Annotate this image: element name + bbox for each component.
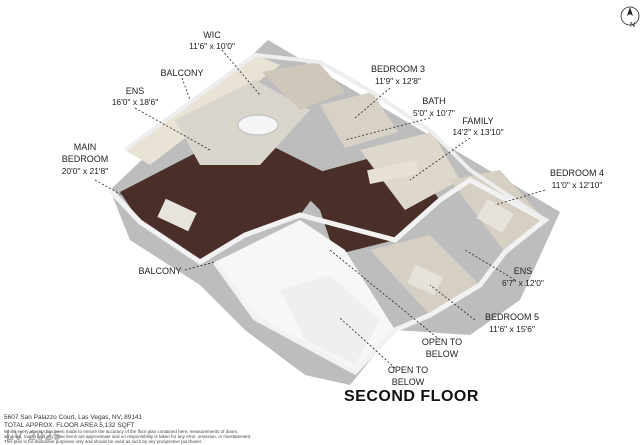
dim-bath: 5'0" x 10'7" <box>413 108 455 118</box>
label-main-2: BEDROOM <box>62 154 109 164</box>
open-to-below-lower <box>280 275 380 365</box>
floor-title: SECOND FLOOR <box>344 388 479 405</box>
label-bedroom3: BEDROOM 3 <box>371 64 425 74</box>
label-open1-b: BELOW <box>426 349 459 359</box>
label-bedroom5: BEDROOM 5 <box>485 312 539 322</box>
label-bath: BATH <box>422 96 445 106</box>
ptr-ens-right <box>464 249 516 281</box>
ptr-bath <box>344 117 431 141</box>
label-ens-right: ENS <box>514 266 533 276</box>
label-family: FAMILY <box>462 116 493 126</box>
ptr-main <box>94 179 141 206</box>
sofa <box>367 159 419 185</box>
dim-ens-left: 16'0" x 18'6" <box>112 97 159 107</box>
dim-bedroom4: 11'0" x 12'10" <box>552 180 603 190</box>
disclaimer-line: windows, rooms and any other items are a… <box>4 434 252 440</box>
area-text: TOTAL APPROX. FLOOR AREA 5,132 SQFT <box>4 421 135 429</box>
ptr-bed4 <box>494 189 546 206</box>
label-wic: WIC <box>203 30 221 40</box>
label-balcony-bottom: BALCONY <box>138 266 181 276</box>
disclaimer-line: Whilst every attempt has been made to en… <box>4 429 239 434</box>
dim-bedroom5: 11'6" x 15'6" <box>489 324 535 334</box>
ptr-bed5 <box>429 284 476 321</box>
label-bedroom4: BEDROOM 4 <box>550 168 604 178</box>
bed4 <box>476 198 514 234</box>
ptr-balcony-top <box>181 77 191 101</box>
address-block: 5607 San Palazzo Court, Las Vegas, NV, 8… <box>4 414 142 429</box>
dim-main: 20'0" x 21'8" <box>62 166 109 176</box>
label-open2-a: OPEN TO <box>388 365 428 375</box>
dim-family: 14'2" x 13'10" <box>452 127 503 137</box>
ptr-family <box>409 137 471 181</box>
label-ens-left: ENS <box>126 86 145 96</box>
dim-ens-right: 6'7" x 12'0" <box>502 278 544 288</box>
bedroom3-floor <box>320 92 398 148</box>
ptr-wic <box>221 49 261 96</box>
dim-wic: 11'6" x 10'0" <box>189 41 235 51</box>
compass-icon <box>620 6 640 26</box>
wic-floor <box>262 62 345 110</box>
main-bedroom-floor <box>120 130 330 262</box>
ptr-open2 <box>339 317 396 369</box>
top-wall <box>123 52 547 222</box>
bathtub <box>237 114 279 136</box>
dim-bedroom3: 11'9" x 12'8" <box>375 76 421 86</box>
ptr-balcony-bottom <box>184 261 216 271</box>
compass-label: N <box>630 22 636 29</box>
main-bed <box>157 198 197 232</box>
address-text: 5607 San Palazzo Court, Las Vegas, NV, 8… <box>4 414 143 421</box>
label-main-1: MAIN <box>74 142 97 152</box>
disclaimer: Whilst every attempt has been made to en… <box>4 429 304 445</box>
label-open2-b: BELOW <box>392 377 425 387</box>
disclaimer-line: This plan is for illustrative purposes o… <box>4 439 203 445</box>
watermark: LV 2025 <box>6 428 62 443</box>
label-balcony-top: BALCONY <box>160 68 203 78</box>
label-open1-a: OPEN TO <box>422 337 462 347</box>
